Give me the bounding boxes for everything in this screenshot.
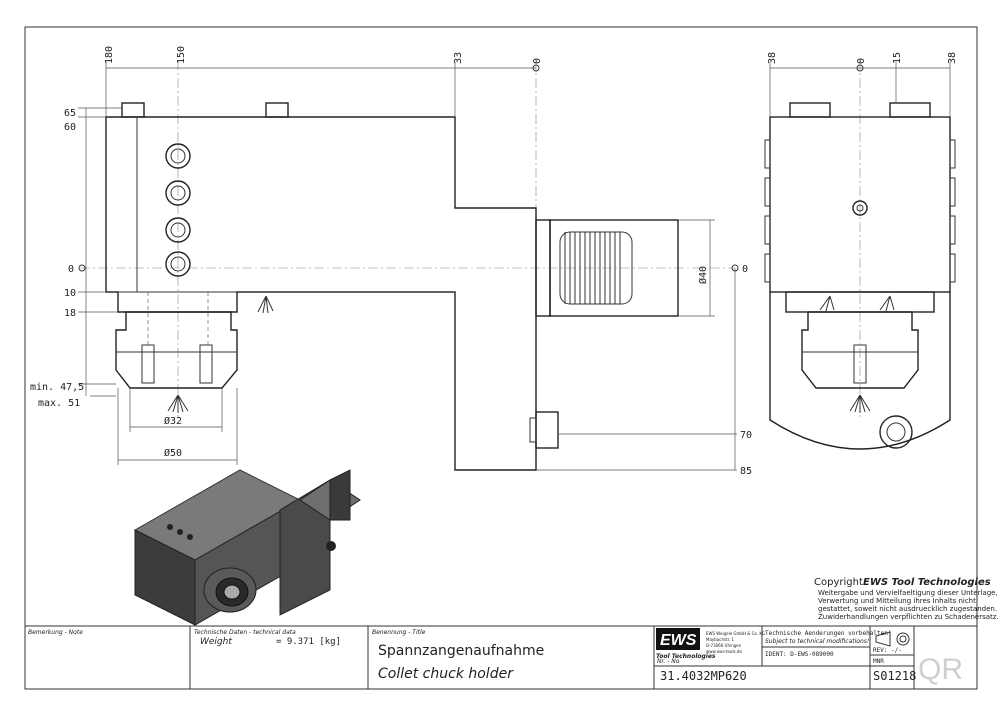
dim-85: 85 bbox=[740, 466, 752, 477]
company-line-2: Maybachstr. 1 bbox=[706, 637, 734, 642]
company-line-1: EWS Weigele GmbH & Co. KG bbox=[706, 631, 765, 636]
drawing-number: 31.4032MP620 bbox=[660, 669, 747, 683]
dim-70: 70 bbox=[740, 430, 752, 441]
tech-data-label: Technische Daten - technical data bbox=[194, 629, 296, 636]
copyright-line-3: gestattet, soweit nicht ausdruecklich zu… bbox=[818, 605, 997, 613]
dim-min: min. 47,5 bbox=[30, 382, 84, 393]
copyright-line-4: Zuwiderhandlungen verpflichten zu Schade… bbox=[818, 613, 999, 621]
dim-60: 60 bbox=[64, 122, 76, 133]
title-english: Collet chuck holder bbox=[378, 666, 514, 682]
title-german: Spannzangenaufnahme bbox=[378, 643, 544, 659]
company-line-4: www.ews-tools.de bbox=[706, 649, 742, 654]
note-label: Bemerkung - Note bbox=[28, 629, 83, 636]
mnr-number: S01218 bbox=[873, 669, 916, 683]
title-block: Bemerkung - Note Technische Daten - tech… bbox=[25, 625, 977, 689]
number-label: Nr. - No bbox=[657, 658, 680, 665]
copyright-brand: EWS Tool Technologies bbox=[863, 577, 991, 588]
ews-logo-subtitle: Tool Technologies bbox=[656, 653, 716, 660]
side-dim-15: 15 bbox=[892, 52, 903, 64]
front-dimension-texts: 180 150 33 0 65 60 0 10 18 min. 47,5 max… bbox=[30, 46, 752, 477]
ews-logo bbox=[656, 628, 700, 650]
dim-18: 18 bbox=[64, 308, 76, 319]
dim-dia32: Ø32 bbox=[164, 415, 182, 427]
title-label: Benennung - Title bbox=[372, 629, 426, 636]
side-dim-38-left: 38 bbox=[767, 52, 778, 64]
dim-65: 65 bbox=[64, 108, 76, 119]
dim-dia50: Ø50 bbox=[164, 447, 182, 459]
sheet-border bbox=[24, 26, 978, 690]
mnr-label: MNR bbox=[873, 658, 884, 665]
company-line-3: D-73066 Uhingen bbox=[706, 643, 742, 648]
dim-180: 180 bbox=[104, 46, 115, 64]
copyright-line-2: Verwertung und Mitteilung ihres Inhalts … bbox=[818, 597, 976, 605]
revision: REV: -/- bbox=[873, 647, 902, 654]
dim-150: 150 bbox=[176, 46, 187, 64]
changes-english: Subject to technical modifications! bbox=[765, 638, 869, 645]
projection-symbol-icon bbox=[875, 631, 910, 647]
qr-placeholder: QR bbox=[918, 653, 963, 686]
side-dim-0: 0 bbox=[856, 58, 867, 64]
changes-german: Technische Aenderungen vorbehalten! bbox=[765, 630, 891, 637]
shank-serration bbox=[559, 231, 633, 305]
weight-label: Weight bbox=[200, 637, 232, 647]
dim-33: 33 bbox=[453, 52, 464, 64]
weight-value: = 9.371 [kg] bbox=[276, 637, 341, 647]
dim-10: 10 bbox=[64, 288, 76, 299]
copyright-prefix: Copyright bbox=[814, 577, 863, 588]
copyright-line-1: Weitergabe und Vervielfaeltigung dieser … bbox=[818, 589, 998, 597]
ident-number: IDENT: D-EWS-089000 bbox=[765, 651, 834, 658]
isometric-view bbox=[133, 469, 361, 626]
side-dim-38-right: 38 bbox=[947, 52, 958, 64]
copyright-notice: Copyright EWS Tool Technologies Weiterga… bbox=[814, 577, 999, 621]
side-view: 38 0 15 38 bbox=[764, 52, 958, 450]
dim-0-right: 0 bbox=[742, 264, 748, 275]
dim-0-top: 0 bbox=[532, 58, 543, 64]
front-dimension-lines bbox=[78, 62, 739, 471]
dim-dia40: Ø40 bbox=[697, 266, 709, 284]
dim-0-left: 0 bbox=[68, 264, 74, 275]
ews-logo-text: EWS bbox=[660, 632, 697, 649]
dim-max: max. 51 bbox=[38, 398, 80, 409]
front-view bbox=[80, 60, 735, 471]
hex-screw-heads bbox=[165, 143, 191, 277]
